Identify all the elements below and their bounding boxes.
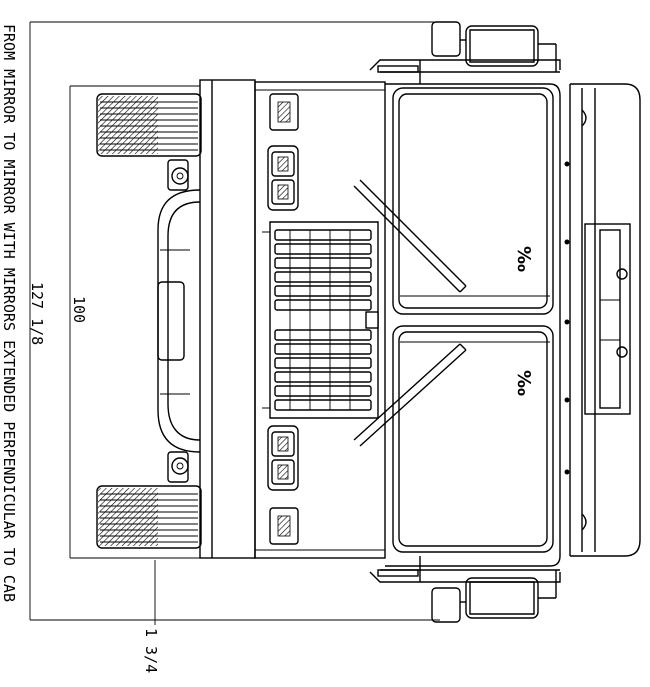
tire-top (96, 93, 202, 157)
offset-dimension-value: 1 3/4 (142, 628, 160, 673)
width-dimension-line (69, 85, 200, 559)
mirror-top (369, 21, 561, 84)
cab-markers: ‰ ‰ (513, 246, 534, 396)
cab-rivets (564, 161, 570, 475)
overall-dimension-value: 127 1/8 (28, 282, 46, 345)
grille-emblem (365, 311, 379, 329)
front-bumper (157, 189, 201, 453)
tire-bottom (96, 485, 202, 549)
svg-text:‰: ‰ (513, 246, 534, 272)
headlight-bottom-pair (267, 425, 299, 491)
headlight-top-pair (267, 145, 299, 211)
headlight-bottom-single (269, 507, 299, 545)
hood-front-panel (199, 79, 256, 559)
wiper-top (353, 179, 467, 293)
width-dimension-value: 100 (70, 296, 88, 323)
wiper-bottom (353, 343, 467, 447)
overall-dimension-label: FROM MIRROR TO MIRROR WITH MIRRORS EXTEN… (0, 24, 18, 602)
tow-hook-top (167, 159, 189, 191)
headlight-top-single (269, 93, 299, 131)
grille (262, 221, 379, 419)
overall-dimension-line (29, 21, 440, 621)
mirror-bottom (369, 556, 561, 623)
tow-hook-bottom (167, 451, 189, 483)
exhaust-mount (584, 223, 631, 415)
cab-rear-wall (569, 83, 641, 557)
cab-front-panel (254, 81, 386, 559)
windshield (385, 83, 561, 567)
svg-text:‰: ‰ (513, 370, 534, 396)
